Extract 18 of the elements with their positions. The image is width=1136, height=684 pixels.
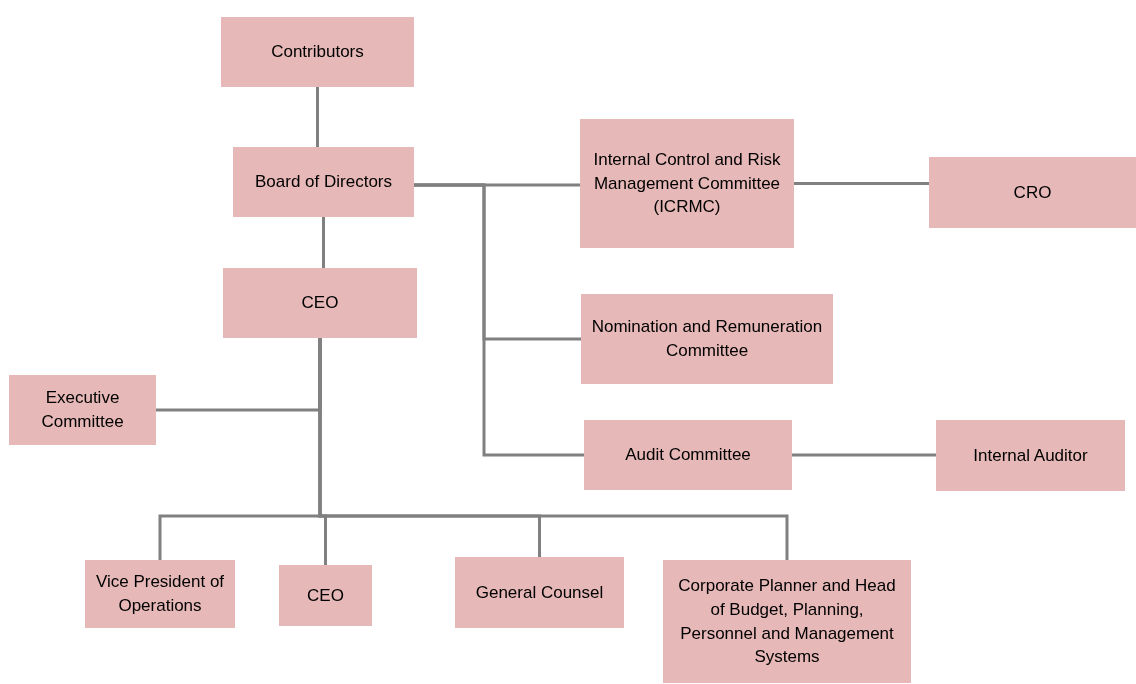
org-box: CRO <box>929 157 1136 228</box>
org-box: General Counsel <box>455 557 624 628</box>
connector-line <box>792 453 936 457</box>
connector-line <box>316 87 319 147</box>
org-box: CEO <box>279 565 372 626</box>
connector-line <box>794 182 929 185</box>
org-box: Contributors <box>221 17 414 87</box>
org-box: Board of Directors <box>233 147 414 217</box>
connector-line <box>414 183 584 457</box>
connector-line <box>322 217 325 268</box>
org-box: Nomination and Remuneration Committee <box>581 294 833 384</box>
org-box: Audit Committee <box>584 420 792 490</box>
org-box: CEO <box>223 268 417 338</box>
org-box: Executive Committee <box>9 375 156 445</box>
org-box: Internal Control and Risk Management Committee (ICRMC) <box>580 119 794 248</box>
org-box: Internal Auditor <box>936 420 1125 491</box>
org-box: Corporate Planner and Head of Budget, Planning, Personnel and Management Systems <box>663 560 911 683</box>
org-box: Vice President of Operations <box>85 560 235 628</box>
